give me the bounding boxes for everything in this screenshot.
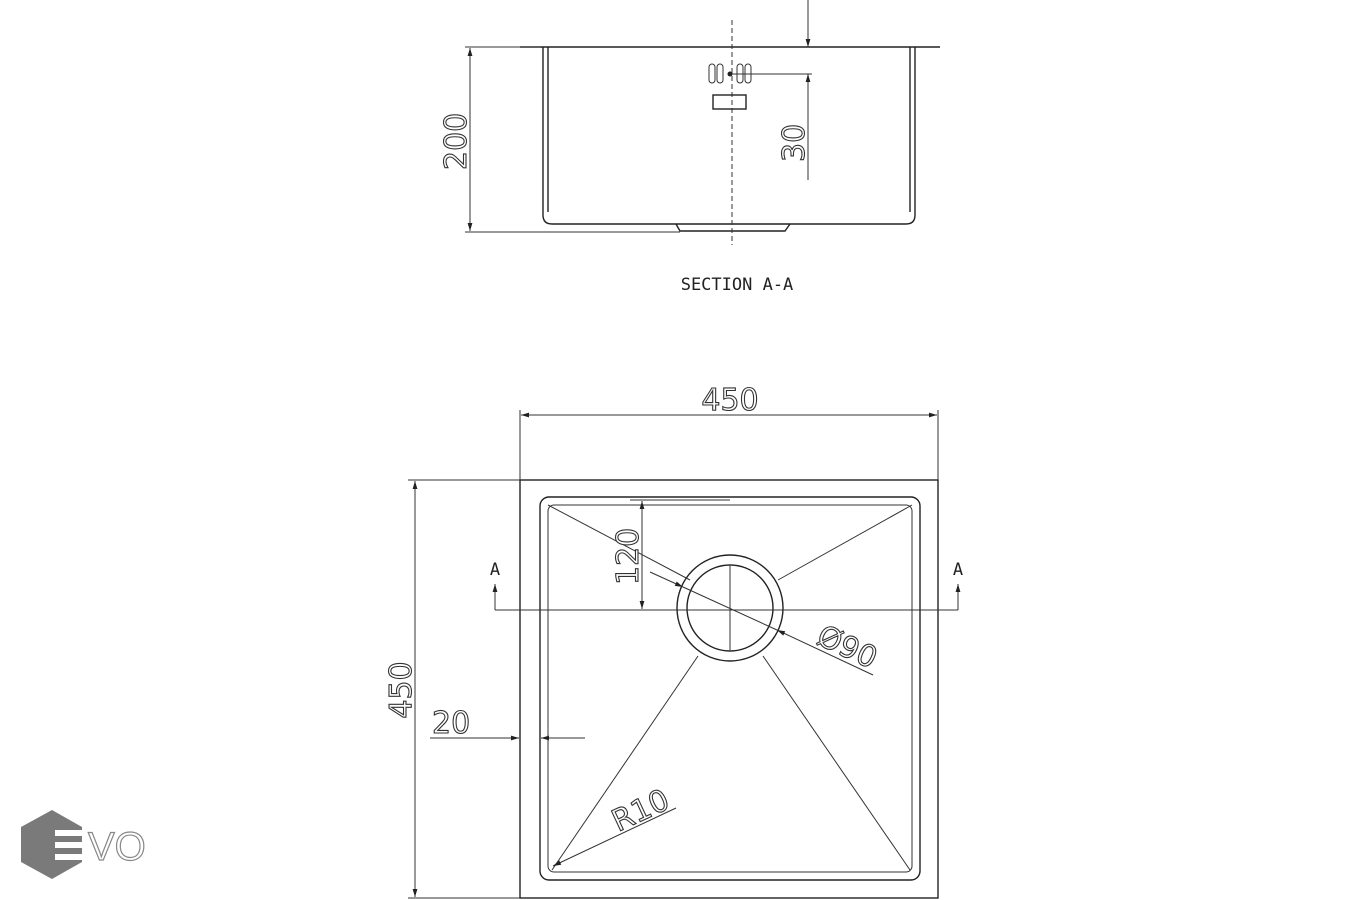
section-marker-left: A [490,560,500,580]
outer-rim [519,479,939,899]
drain-diameter-arrow-left [649,571,684,588]
drain-offset-dim: 120 [611,528,646,585]
logo-e-bar [55,842,83,848]
rim-dim: 20 [432,706,470,741]
corner-radius-dim: R10 [607,783,675,840]
plan-view: 450 450 A A 120 Ø90 20 R10 [383,382,963,899]
evo-logo: VO [21,810,146,879]
corner-radius-leader [552,807,677,867]
logo-e-bar [55,854,83,860]
drain-diameter-dim: Ø90 [812,619,883,677]
logo-vo-lettering: VO [88,825,146,869]
drain-inner [686,564,774,652]
drain-diameter-arrow-right [776,629,874,676]
logo-hexagon [21,810,82,879]
drain-outlet [675,223,791,232]
overflow-dim: 30 [777,124,812,162]
floor-slope-lines [547,504,913,871]
slope-line [762,655,911,871]
section-title: SECTION A-A [681,275,794,295]
section-view: 30 200 SECTION A-A [438,0,940,295]
section-marker-right: A [953,560,963,580]
drain-outer [676,554,784,662]
drain-diameter-line [682,586,778,631]
depth-dim: 200 [439,113,474,170]
width-dim: 450 [701,383,758,418]
slope-line [551,655,699,871]
slope-line [547,504,691,581]
slope-line [777,504,913,581]
bowl-profile [542,47,916,225]
logo-e-bar [55,830,83,836]
overflow-slot [716,63,724,84]
overflow-center-dot [727,71,733,77]
overflow-box [712,94,747,110]
bowl-inner-wall [547,47,911,212]
overflow-slot [708,63,716,84]
height-dim: 450 [384,661,419,718]
bowl-floor [547,504,913,873]
bowl-edge [539,496,921,881]
